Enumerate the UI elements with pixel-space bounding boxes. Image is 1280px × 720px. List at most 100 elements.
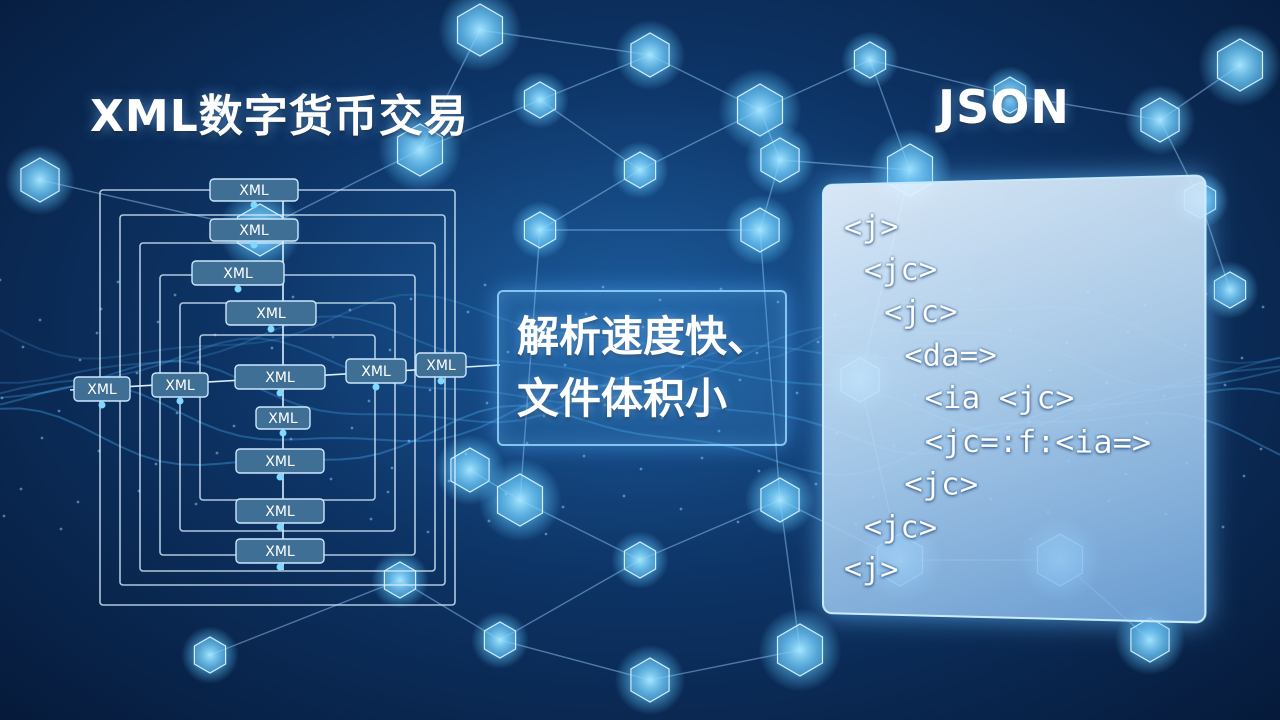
network-node — [776, 623, 824, 677]
particle — [641, 325, 645, 329]
particle — [1223, 383, 1227, 387]
particle — [506, 350, 510, 354]
network-node — [623, 541, 657, 579]
particle — [409, 297, 413, 301]
particle — [736, 520, 740, 524]
xml-tag-box — [235, 448, 325, 474]
xml-tag-label: XML — [361, 364, 391, 380]
particle — [658, 298, 662, 302]
node-glow — [471, 611, 529, 669]
xml-dot — [276, 389, 284, 397]
particle — [40, 436, 44, 440]
caption-line-1: 解析速度快、 — [517, 312, 770, 361]
xml-tag-box — [235, 498, 325, 524]
particle — [466, 310, 470, 314]
particle — [1261, 305, 1265, 309]
left-title: XML数字货币交易 — [90, 91, 469, 142]
particle — [525, 441, 529, 445]
particle — [154, 462, 158, 466]
particle — [175, 411, 179, 415]
particle — [679, 507, 683, 511]
particle — [677, 389, 681, 393]
xml-tag: XML — [235, 448, 325, 474]
xml-tag-label: XML — [87, 382, 117, 398]
node-glow — [841, 31, 899, 89]
particle — [95, 331, 99, 335]
network-node — [993, 76, 1027, 114]
node-glow — [478, 458, 562, 542]
particle — [447, 479, 451, 483]
xml-dot — [276, 563, 284, 571]
node-glow — [614, 19, 686, 91]
network-node — [483, 621, 517, 659]
json-code-panel: <j> <jc> <jc> <da=> <ia <jc> <jc=:f:<ia=… — [822, 174, 1207, 624]
xml-tag: XML — [415, 352, 467, 378]
network-node — [1213, 271, 1247, 309]
particle — [232, 424, 236, 428]
xml-dot — [276, 473, 284, 481]
particle — [717, 429, 721, 433]
particle — [797, 509, 801, 513]
xml-dot — [250, 201, 258, 209]
network-node — [1140, 97, 1180, 143]
right-title: JSON — [938, 80, 1070, 134]
network-node — [496, 473, 544, 527]
code-line: <jc> — [904, 466, 979, 503]
particle — [116, 280, 120, 284]
network-node — [760, 477, 800, 523]
xml-dot — [98, 401, 106, 409]
particle — [348, 308, 352, 312]
particle — [485, 401, 489, 405]
xml-tag-box — [151, 372, 209, 398]
node-glow — [438, 0, 522, 72]
network-node — [630, 32, 670, 78]
code-line: <ia <jc> — [924, 380, 1075, 417]
particle — [2, 514, 6, 518]
xml-dot — [176, 397, 184, 405]
xml-tag: XML — [255, 406, 311, 430]
particle — [483, 283, 487, 287]
node-glow — [611, 141, 669, 199]
xml-tag: XML — [209, 218, 299, 242]
particle — [1240, 356, 1244, 360]
particle — [173, 293, 177, 297]
xml-tag-box — [235, 538, 325, 564]
particle — [0, 278, 2, 282]
node-glow — [981, 66, 1039, 124]
particle — [390, 466, 394, 470]
code-line: <jc=:f:<ia=> — [924, 423, 1152, 461]
particle — [78, 358, 82, 362]
particle — [698, 338, 702, 342]
particle — [738, 378, 742, 382]
particle — [59, 527, 63, 531]
particle — [755, 351, 759, 355]
particle — [816, 340, 820, 344]
code-line: <da=> — [904, 337, 997, 374]
network-node — [740, 207, 780, 253]
particle — [622, 494, 626, 498]
node-glow — [378, 108, 462, 192]
node-glow — [611, 531, 669, 589]
network-node — [1216, 38, 1264, 92]
xml-tag: XML — [73, 376, 131, 402]
xml-tag: XML — [225, 300, 317, 326]
particle — [757, 469, 761, 473]
node-glow — [4, 144, 76, 216]
particle — [215, 451, 219, 455]
xml-dot — [276, 523, 284, 531]
particle — [601, 285, 605, 289]
xml-tag-label: XML — [265, 544, 295, 560]
particle — [580, 336, 584, 340]
xml-tag-label: XML — [265, 370, 295, 386]
xml-dot — [250, 241, 258, 249]
xml-dot — [372, 383, 380, 391]
particle — [57, 409, 61, 413]
xml-tag-box — [225, 300, 317, 326]
particle — [0, 396, 4, 400]
xml-tag: XML — [151, 372, 209, 398]
code-line: <jc> — [863, 251, 938, 288]
particle — [814, 482, 818, 486]
particle — [135, 371, 139, 375]
node-glow — [744, 124, 816, 196]
node-glow — [511, 201, 569, 259]
